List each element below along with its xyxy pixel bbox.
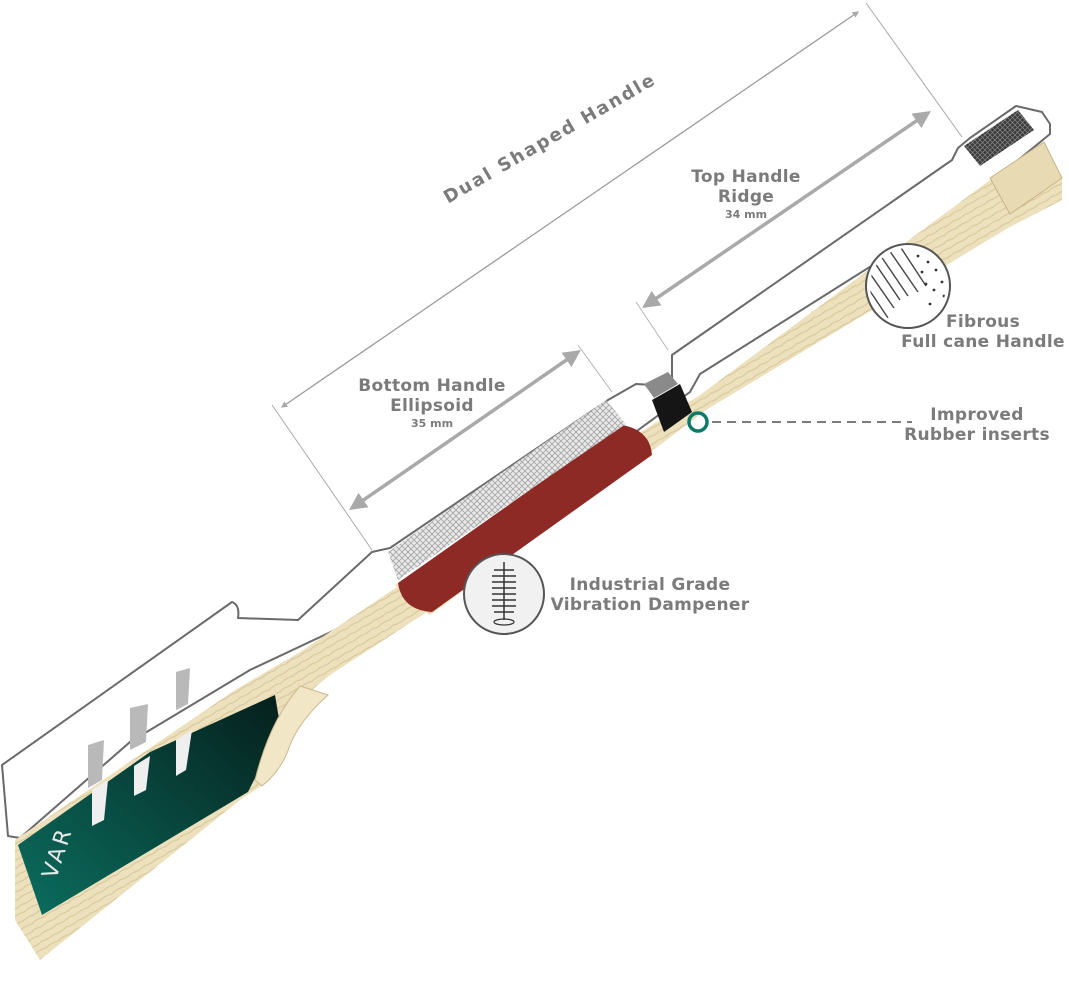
bottom-grip — [388, 400, 652, 612]
rubber-line1: Improved — [930, 405, 1024, 425]
dual-handle-dimension-arrow — [280, 11, 860, 408]
dimension-lines — [271, 2, 963, 551]
grip-mesh — [388, 400, 626, 580]
blade-teal-sticker — [18, 695, 280, 915]
bat-blade: VAR — [15, 585, 430, 960]
rubber-insert — [644, 372, 912, 433]
fibrous-line2: Full cane Handle — [901, 331, 1065, 352]
rubber-line2: Rubber inserts — [904, 424, 1050, 445]
rubber-insert-ring-icon — [687, 411, 709, 433]
fibrous-handle-label: Fibrous Full cane Handle — [900, 312, 1066, 352]
bottom-ellipsoid-extension-line — [577, 344, 613, 393]
vibration-dampener-label: Industrial Grade Vibration Dampener — [548, 575, 752, 615]
handle-end-cap — [989, 141, 1063, 215]
bottom-handle-ellipsoid-line1: Bottom Handle — [358, 376, 506, 396]
top-handle-ridge-line1: Top Handle — [691, 167, 801, 187]
top-handle-ridge-line2: Ridge — [717, 186, 775, 207]
grip-red — [398, 425, 652, 612]
dual-handle-extension-line-right — [865, 2, 963, 138]
rubber-inserts-label: Improved Rubber inserts — [902, 405, 1052, 445]
dampener-line2: Vibration Dampener — [550, 594, 750, 615]
fibrous-callout-icon — [865, 243, 951, 329]
top-ridge-extension-line — [635, 301, 669, 351]
bottom-handle-ellipsoid-measure: 35 mm — [410, 417, 454, 431]
bottom-handle-ellipsoid-label: Bottom Handle Ellipsoid 35 mm — [356, 376, 508, 431]
dual-handle-extension-line-left — [271, 404, 373, 551]
top-handle-ridge-measure: 34 mm — [724, 208, 768, 222]
dampener-line1: Industrial Grade — [569, 575, 731, 595]
blade-scoop-edge — [254, 685, 329, 787]
top-ridge-dimension-arrow — [642, 111, 931, 308]
sticker-stripes — [92, 730, 192, 826]
fibrous-line1: Fibrous — [946, 312, 1020, 332]
top-handle-ridge-label: Top Handle Ridge 34 mm — [680, 167, 812, 222]
dotted-stripes — [88, 668, 190, 788]
bottom-handle-ellipsoid-line2: Ellipsoid — [390, 395, 474, 416]
bottom-ellipsoid-dimension-arrow — [349, 350, 581, 510]
handle-end-grip — [964, 110, 1034, 166]
dampener-callout-icon — [463, 553, 545, 635]
